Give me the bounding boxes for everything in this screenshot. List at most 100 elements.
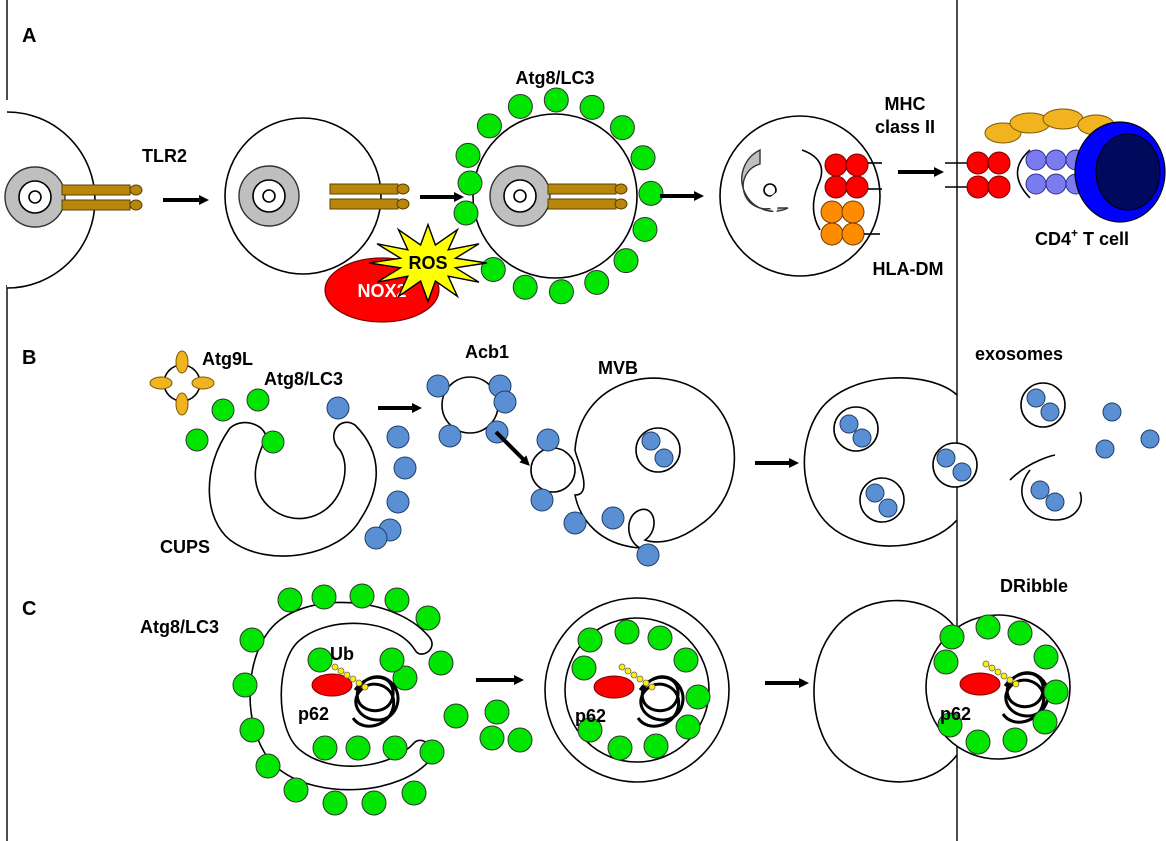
lc3-punctum (632, 216, 658, 242)
ubiquitin-bead (982, 660, 990, 668)
cargo-1 (311, 663, 400, 728)
lc3-punctum (965, 729, 991, 755)
fusing-autophagosome-membrane (813, 599, 958, 783)
panel-c: C Atg8/LC3 Ub p62 p62 DRibble (22, 576, 1071, 816)
cups-label: CUPS (160, 537, 210, 557)
ros-burst (368, 222, 488, 304)
atg8-lc3-label-c: Atg8/LC3 (140, 617, 219, 637)
acb1-punctum (493, 390, 517, 414)
lc3-punctum (512, 274, 538, 300)
atg9l-label: Atg9L (202, 349, 253, 369)
cups-membrane (208, 421, 377, 557)
ub-label: Ub (330, 644, 354, 664)
lc3-punctum (415, 605, 441, 631)
p62-label-3: p62 (940, 704, 971, 724)
mvb-label: MVB (598, 358, 638, 378)
lc3-punctum (211, 398, 235, 422)
lc3-punctum (1002, 727, 1028, 753)
free-lc3-1 (484, 699, 510, 725)
acb1-punctum (536, 428, 560, 452)
atg8-lc3-label-a: Atg8/LC3 (515, 68, 594, 88)
lc3-punctum (1043, 679, 1069, 705)
lc3-punctum (1033, 644, 1059, 670)
ubiquitin-bead (1006, 676, 1014, 684)
acb1-punctum (393, 456, 417, 480)
phagosome-1 (4, 111, 143, 289)
t-cell-nucleus (1095, 133, 1161, 211)
lc3-punctum (577, 627, 603, 653)
lc3-punctum (584, 269, 610, 295)
ubiquitin-bead (624, 667, 632, 675)
lc3-punctum (614, 619, 640, 645)
lc3-punctum (609, 115, 635, 141)
acb1-punctum (438, 424, 462, 448)
lc3-punctum (548, 279, 574, 305)
lc3-punctum (1032, 709, 1058, 735)
mhc-label-line1: MHC (885, 94, 926, 114)
lc3-punctum (379, 647, 405, 673)
ubiquitin-bead (636, 675, 644, 683)
lc3-punctum (345, 735, 371, 761)
acb1-punctum (386, 425, 410, 449)
acb1-punctum (601, 506, 625, 530)
lc3-punctum (571, 655, 597, 681)
acb1-punctum (636, 543, 660, 567)
ubiquitin-bead (343, 671, 351, 679)
mhc-label-line2: class II (875, 117, 935, 137)
lc3-punctum (638, 180, 664, 206)
ubiquitin-bead (361, 683, 369, 691)
atg8-lc3-label-b: Atg8/LC3 (264, 369, 343, 389)
ubiquitin-bead (355, 679, 363, 687)
exosomes-label: exosomes (975, 344, 1063, 364)
lc3-puncta-panel-a (453, 87, 664, 305)
lc3-punctum (349, 583, 375, 609)
phagosome-2 (224, 117, 410, 275)
lc3-punctum (419, 739, 445, 765)
ubiquitin-bead (994, 668, 1002, 676)
lc3-punctum (322, 790, 348, 816)
lc3-punctum (579, 94, 605, 120)
lc3-punctum (382, 735, 408, 761)
acb1-punctum (563, 511, 587, 535)
ubiquitin-bead (988, 664, 996, 672)
mhc-loading-compartment (719, 115, 882, 277)
panel-c-label: C (22, 598, 36, 620)
cd4-t-cell-label: CD4+ T cell (1035, 226, 1129, 249)
mvb-puncta (530, 428, 660, 567)
lc3-punctum (384, 587, 410, 613)
panel-b-label: B (22, 347, 36, 369)
ubiquitin-bead (337, 667, 345, 675)
lc3-punctum (647, 625, 673, 651)
lc3-punctum (311, 584, 337, 610)
panel-b: B Atg9L Atg8/LC3 CUPS Acb1 MV (22, 342, 1160, 567)
autophagosome-lc3-puncta (571, 619, 711, 761)
ubiquitin-bead (1000, 672, 1008, 680)
lc3-punctum (392, 665, 418, 691)
hla-dm-label: HLA-DM (873, 259, 944, 279)
lc3-punctum (185, 428, 209, 452)
lc3-punctum (975, 614, 1001, 640)
ubiquitin-bead (349, 675, 357, 683)
lc3-punctum (933, 649, 959, 675)
lc3-punctum (312, 735, 338, 761)
released-exosomes (1009, 382, 1160, 521)
lc3-punctum (277, 587, 303, 613)
lc3-punctum (937, 712, 963, 738)
acb1-punctum (386, 490, 410, 514)
lc3-punctum (476, 113, 502, 139)
p62-label-2: p62 (575, 706, 606, 726)
lc3-punctum (613, 248, 639, 274)
cups-puncta (185, 388, 417, 550)
lc3-punctum (685, 684, 711, 710)
atg9l-vesicle (149, 350, 215, 416)
lc3-punctum (239, 627, 265, 653)
ubiquitin-bead (331, 663, 339, 671)
lc3-punctum (543, 87, 569, 113)
lc3-punctum (675, 714, 701, 740)
lc3-punctum (1007, 620, 1033, 646)
lc3-punctum (480, 257, 506, 283)
lc3-punctum (673, 647, 699, 673)
acb1-punctum (364, 526, 388, 550)
